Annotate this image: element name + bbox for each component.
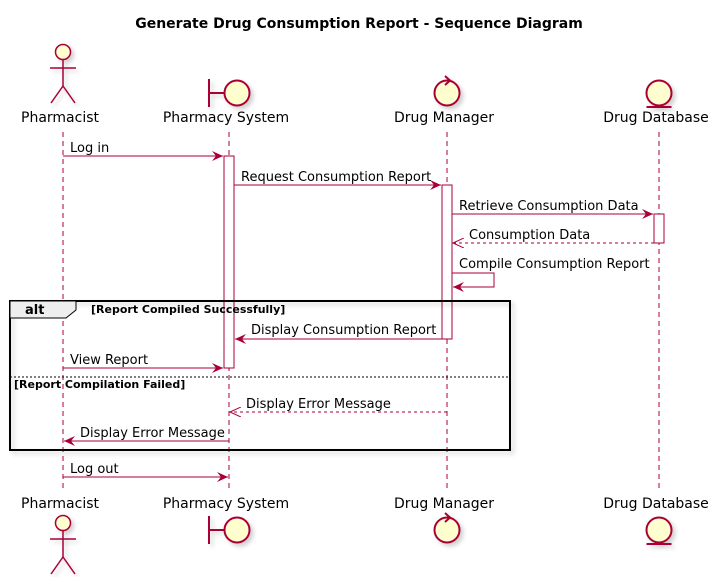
participant-headers-top: Pharmacist Pharmacy System Drug Manager … (21, 110, 709, 126)
message-label: Consumption Data (469, 228, 590, 243)
alt-fragment: alt [Report Compiled Successfully] [Repo… (9, 300, 511, 451)
message-label: Log in (70, 141, 109, 156)
message-label: Display Error Message (246, 397, 391, 412)
diagram-title: Generate Drug Consumption Report - Seque… (135, 16, 583, 32)
messages: Log in Request Consumption Report Retrie… (63, 141, 654, 482)
participant-name-pharmacy-system: Pharmacy System (163, 110, 289, 126)
participant-name-pharmacy-system: Pharmacy System (163, 496, 289, 512)
entity-icon (645, 516, 673, 545)
message-label: View Report (70, 353, 148, 368)
alt-frame-tab (9, 300, 77, 319)
activation-bars (223, 155, 665, 369)
message-label: Request Consumption Report (241, 170, 431, 185)
actor-icon (50, 514, 76, 575)
control-icon (433, 512, 461, 544)
alt-frame (9, 300, 511, 451)
participant-headers-bottom: Pharmacist Pharmacy System Drug Manager … (21, 496, 709, 512)
control-icon (433, 75, 461, 107)
participant-name-drug-manager: Drug Manager (394, 496, 494, 512)
message-label: Display Error Message (80, 426, 225, 441)
alt-guard-failure: [Report Compilation Failed] (14, 378, 185, 391)
actor-icon (50, 43, 76, 104)
participant-name-drug-database: Drug Database (603, 110, 709, 126)
message-label: Log out (70, 462, 119, 477)
activation-bar-drug-database (653, 213, 665, 244)
activation-bar-drug-manager (441, 184, 453, 340)
entity-icon (645, 79, 673, 108)
activation-bar-pharmacy-system (223, 155, 235, 369)
message-label: Display Consumption Report (251, 323, 436, 338)
participant-name-drug-manager: Drug Manager (394, 110, 494, 126)
participant-name-pharmacist: Pharmacist (21, 110, 100, 126)
self-message-arrow (452, 272, 495, 292)
participant-name-drug-database: Drug Database (603, 496, 709, 512)
message-label: Compile Consumption Report (459, 257, 650, 272)
boundary-icon (208, 79, 251, 107)
alt-keyword: alt (25, 303, 44, 318)
boundary-icon (208, 516, 251, 544)
alt-guard-success: [Report Compiled Successfully] (91, 303, 285, 316)
message-label: Retrieve Consumption Data (459, 199, 639, 214)
participant-name-pharmacist: Pharmacist (21, 496, 100, 512)
